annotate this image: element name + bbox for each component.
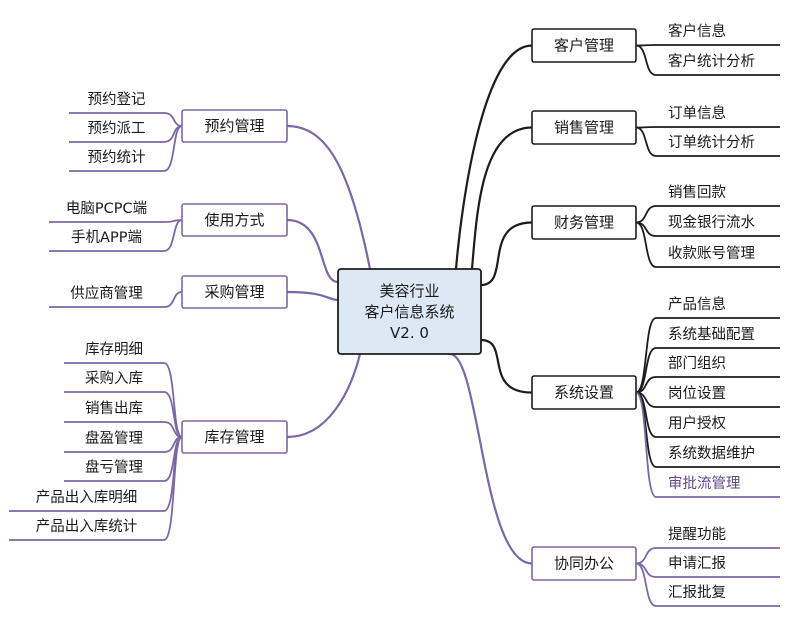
leaf-node-label[interactable]: 电脑PCPC端 — [66, 200, 147, 217]
leaf-node-label[interactable]: 提醒功能 — [668, 526, 726, 543]
leaf-node-label[interactable]: 汇报批复 — [668, 583, 726, 601]
leaf-node-label[interactable]: 销售出库 — [85, 400, 143, 417]
branch-node-left-0[interactable]: 预约管理 — [181, 109, 288, 143]
branch-box[interactable] — [531, 205, 637, 240]
leaf-node-label[interactable]: 申请汇报 — [668, 555, 726, 572]
leaf-node-label[interactable]: 用户授权 — [668, 415, 726, 432]
connector-root-to-3 — [479, 338, 534, 394]
root-version-label: V2. 0 — [390, 324, 429, 342]
leaf-node-label[interactable]: 预约统计 — [88, 149, 146, 166]
branch-label: 使用方式 — [204, 211, 264, 229]
branch-node-right-3[interactable]: 系统设置 — [531, 375, 637, 410]
leaf-node-label[interactable]: 岗位设置 — [668, 385, 726, 402]
leaf-connector — [635, 562, 780, 607]
leaf-connector — [64, 421, 183, 438]
branch-node-right-2[interactable]: 财务管理 — [531, 205, 637, 240]
leaf-node-label[interactable]: 订单统计分析 — [668, 134, 755, 151]
leaf-node-label[interactable]: 产品出入库统计 — [36, 518, 138, 535]
leaf-connector — [49, 219, 183, 223]
leaf-connector — [635, 376, 780, 394]
leaf-connector — [64, 391, 183, 438]
connector-root-to-left-1 — [285, 218, 340, 284]
branch-label: 协同办公 — [554, 555, 614, 573]
branch-box[interactable] — [181, 420, 288, 454]
leaf-connector — [635, 547, 780, 565]
leaf-node-label[interactable]: 采购入库 — [85, 370, 143, 387]
leaf-node-label[interactable]: 系统基础配置 — [668, 326, 755, 343]
leaf-connector — [635, 126, 780, 157]
leaf-connector — [635, 44, 780, 76]
leaf-connector — [635, 221, 780, 268]
branch-label: 系统设置 — [554, 384, 614, 402]
branch-label: 采购管理 — [204, 283, 264, 301]
leaf-node-label[interactable]: 产品出入库明细 — [36, 489, 138, 506]
connector-root-to-0 — [454, 44, 534, 271]
leaf-node-label[interactable]: 供应商管理 — [70, 284, 143, 302]
leaf-node-label[interactable]: 预约派工 — [88, 120, 146, 137]
leaf-node-label[interactable]: 产品信息 — [668, 296, 726, 313]
connector-root-to-2 — [479, 221, 534, 287]
leaf-connector — [635, 347, 780, 394]
branch-box[interactable] — [531, 28, 637, 63]
leaf-node-label[interactable]: 现金银行流水 — [668, 214, 755, 231]
leaf-node-label[interactable]: 订单信息 — [668, 105, 726, 122]
leaf-node-label[interactable]: 盘亏管理 — [85, 458, 143, 476]
leaf-connector — [69, 125, 183, 172]
branch-box[interactable] — [181, 109, 288, 143]
leaf-node-label[interactable]: 客户信息 — [668, 23, 726, 40]
leaf-node-label[interactable]: 盘盈管理 — [85, 429, 143, 447]
leaf-node-label[interactable]: 收款账号管理 — [668, 245, 755, 262]
connector-root-to-left-3 — [285, 352, 362, 439]
branch-box[interactable] — [531, 546, 637, 581]
connector-root-to-1 — [470, 126, 534, 271]
leaf-node-label[interactable]: 审批流管理 — [668, 475, 741, 492]
leaf-connector — [635, 205, 780, 224]
leaf-node-label[interactable]: 客户统计分析 — [668, 53, 755, 70]
branch-box[interactable] — [181, 203, 288, 237]
branch-node-left-3[interactable]: 库存管理 — [181, 420, 288, 454]
leaf-connector — [49, 219, 183, 252]
branch-label: 销售管理 — [554, 119, 614, 137]
leaf-connector — [49, 291, 183, 308]
branch-node-right-0[interactable]: 客户管理 — [531, 28, 637, 63]
branch-label: 预约管理 — [204, 117, 264, 135]
leaf-connector — [635, 126, 780, 129]
connector-root-to-4 — [448, 352, 534, 565]
branch-box[interactable] — [181, 275, 288, 309]
leaf-connector — [635, 391, 780, 498]
connector-layer — [9, 44, 780, 607]
connector-root-to-left-2 — [285, 290, 340, 302]
branch-box[interactable] — [531, 375, 637, 410]
branch-box[interactable] — [531, 110, 637, 145]
leaf-node-label[interactable]: 预约登记 — [88, 91, 146, 108]
leaf-connector — [635, 44, 780, 47]
branch-label: 库存管理 — [204, 428, 264, 446]
leaf-node-label[interactable]: 系统数据维护 — [668, 445, 755, 462]
branch-node-left-2[interactable]: 采购管理 — [181, 275, 288, 309]
leaf-node-label[interactable]: 部门组织 — [668, 355, 726, 372]
root-title-line-2: 客户信息系统 — [364, 303, 454, 321]
leaf-node-label[interactable]: 库存明细 — [85, 341, 143, 358]
root-node[interactable]: 美容行业 客户信息系统 V2. 0 — [337, 268, 482, 355]
connector-root-to-left-0 — [285, 124, 372, 271]
branch-label: 财务管理 — [554, 214, 614, 232]
branch-node-right-1[interactable]: 销售管理 — [531, 110, 637, 145]
leaf-connector — [9, 436, 183, 541]
leaf-node-label[interactable]: 手机APP端 — [71, 229, 142, 246]
root-node-box[interactable] — [337, 268, 482, 355]
branch-node-right-4[interactable]: 协同办公 — [531, 546, 637, 581]
leaf-node-label[interactable]: 销售回款 — [668, 184, 726, 201]
root-title-line-1: 美容行业 — [379, 282, 439, 300]
branch-node-left-1[interactable]: 使用方式 — [181, 203, 288, 237]
branch-label: 客户管理 — [554, 37, 614, 55]
